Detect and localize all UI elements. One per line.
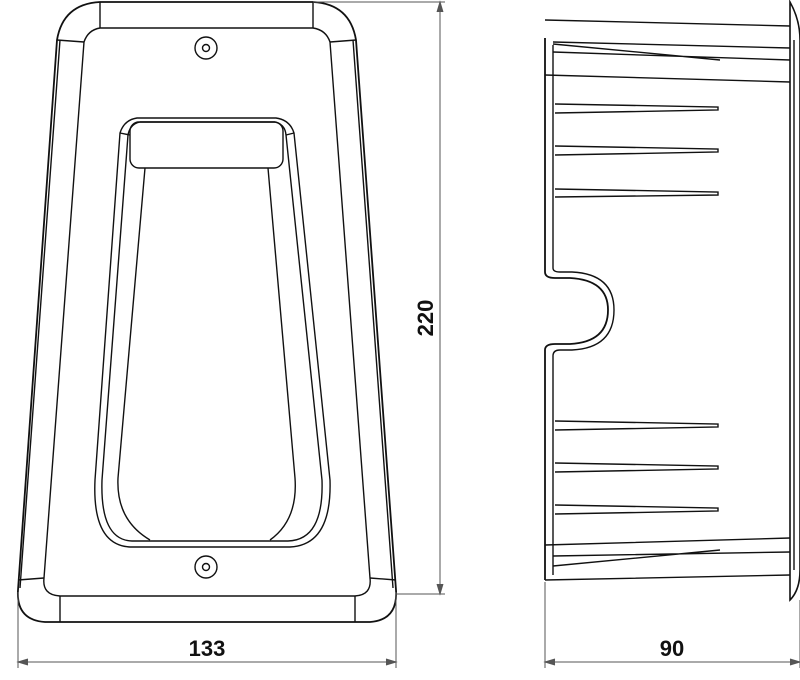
bottom-fins (544, 537, 791, 581)
front-inner-edge (17, 39, 397, 581)
height-dimension-label: 220 (413, 300, 438, 337)
front-view (17, 1, 397, 623)
width-arrow-left (16, 658, 29, 666)
window-taper-lines (117, 132, 296, 541)
front-inner-outline (43, 27, 371, 597)
window-top-recess (129, 121, 284, 169)
front-outer-inner-edge (19, 39, 394, 589)
side-flange (789, 0, 800, 602)
window-inner (101, 121, 323, 542)
window-outer (94, 117, 331, 548)
mid-fins-top (554, 103, 719, 198)
depth-arrow-left (543, 658, 556, 666)
side-body-outline (544, 38, 609, 580)
front-outer-outline (17, 1, 397, 623)
screw-bottom-icon (194, 555, 218, 579)
width-dimension-label: 133 (189, 636, 226, 661)
screw-top-icon (194, 36, 218, 60)
width-arrow-right (385, 658, 398, 666)
depth-arrow-right (789, 658, 800, 666)
side-view (544, 0, 800, 602)
depth-dimension-label: 90 (660, 636, 684, 661)
side-body-wall (552, 45, 615, 575)
height-arrow-bottom (436, 583, 444, 596)
top-fins (544, 19, 791, 83)
height-arrow-top (436, 0, 444, 13)
mid-fins-bottom (554, 420, 719, 515)
dimensions (16, 0, 800, 668)
